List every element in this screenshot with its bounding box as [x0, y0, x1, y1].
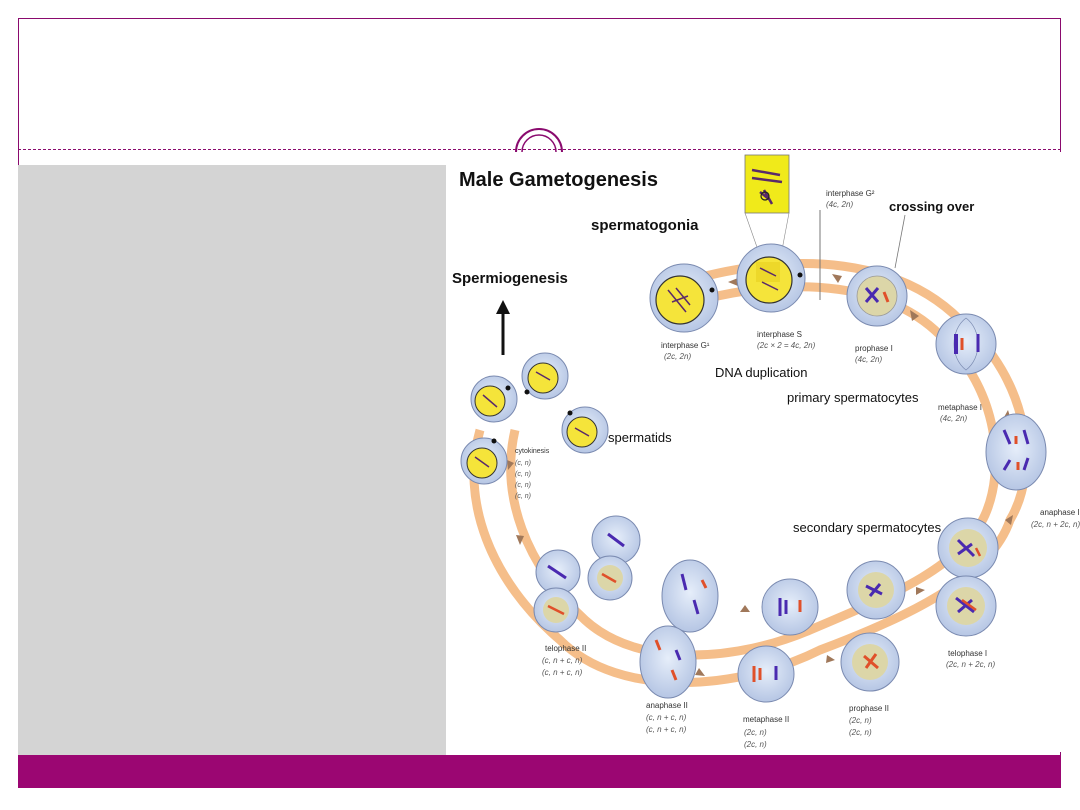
stage-formula-telophase-1: (2c, n + 2c, n): [946, 660, 995, 669]
stage-name-interphase-g2: interphase G²: [826, 189, 875, 198]
stage-formula-prophase-2-b: (2c, n): [849, 728, 872, 737]
flow-arrows: [507, 274, 1013, 676]
cell-interphase-s: [736, 154, 806, 313]
cell-metaphase-1: [935, 313, 997, 375]
stage-formula-prophase-1: (4c, 2n): [855, 355, 882, 364]
cell-spermatids: [460, 352, 609, 485]
stage-name-metaphase-2: metaphase II: [743, 715, 789, 724]
stage-formula-prophase-2-a: (2c, n): [849, 716, 872, 725]
cell-prophase-1: [846, 265, 908, 327]
stage-name-prophase-1: prophase I: [855, 344, 893, 353]
stage-formula-cytokinesis-4: (c, n): [515, 493, 531, 500]
stage-formula-interphase-s: (2c × 2 = 4c, 2n): [757, 341, 816, 350]
cell-telophase-2: [533, 515, 641, 633]
stage-formula-cytokinesis-1: (c, n): [515, 460, 531, 467]
spermiogenesis-arrow: [496, 300, 510, 355]
label-secondary-spermatocytes: secondary spermatocytes: [793, 520, 942, 535]
label-crossing-over: crossing over: [889, 199, 974, 214]
stage-formula-cytokinesis-2: (c, n): [515, 471, 531, 478]
stage-name-prophase-2: prophase II: [849, 704, 889, 713]
title-divider: [18, 149, 1061, 150]
stage-name-telophase-1: telophase I: [948, 649, 987, 658]
cell-metaphase-2: [737, 578, 819, 703]
footer-accent-bar: [18, 755, 1061, 788]
male-gametogenesis-diagram: Male Gametogenesis spermatogonia interph…: [447, 152, 1080, 752]
label-dna-duplication: DNA duplication: [715, 365, 808, 380]
stage-formula-metaphase-2-a: (2c, n): [744, 728, 767, 737]
stage-formula-interphase-g1: (2c, 2n): [664, 352, 691, 361]
cell-telophase-1: [935, 517, 999, 637]
stage-formula-telophase-2-b: (c, n + c, n): [542, 668, 583, 677]
stage-formula-anaphase-1: (2c, n + 2c, n): [1031, 520, 1080, 529]
stage-name-anaphase-1: anaphase I: [1040, 508, 1080, 517]
left-content-panel: [18, 165, 446, 755]
label-spermatids: spermatids: [608, 430, 672, 445]
stage-name-cytokinesis: cytokinesis: [515, 448, 550, 455]
cell-anaphase-1: [985, 413, 1047, 491]
stage-name-telophase-2: telophase II: [545, 644, 586, 653]
label-spermiogenesis: Spermiogenesis: [452, 270, 568, 287]
stage-formula-metaphase-2-b: (2c, n): [744, 740, 767, 749]
label-spermatogonia: spermatogonia: [591, 217, 699, 234]
stage-formula-interphase-g2: (4c, 2n): [826, 200, 853, 209]
stage-name-interphase-s: interphase S: [757, 330, 802, 339]
stage-name-interphase-g1: interphase G¹: [661, 341, 710, 350]
cell-interphase-g1: [649, 263, 719, 333]
stage-name-metaphase-1: metaphase I: [938, 403, 982, 412]
label-primary-spermatocytes: primary spermatocytes: [787, 390, 919, 405]
stage-formula-cytokinesis-3: (c, n): [515, 482, 531, 489]
cell-prophase-2: [840, 560, 906, 692]
diagram-title: Male Gametogenesis: [459, 169, 658, 191]
cell-anaphase-2: [639, 559, 719, 699]
stage-formula-telophase-2-a: (c, n + c, n): [542, 656, 583, 665]
stage-formula-anaphase-2-a: (c, n + c, n): [646, 713, 687, 722]
stage-formula-metaphase-1: (4c, 2n): [940, 414, 967, 423]
stage-name-anaphase-2: anaphase II: [646, 701, 688, 710]
stage-formula-anaphase-2-b: (c, n + c, n): [646, 725, 687, 734]
